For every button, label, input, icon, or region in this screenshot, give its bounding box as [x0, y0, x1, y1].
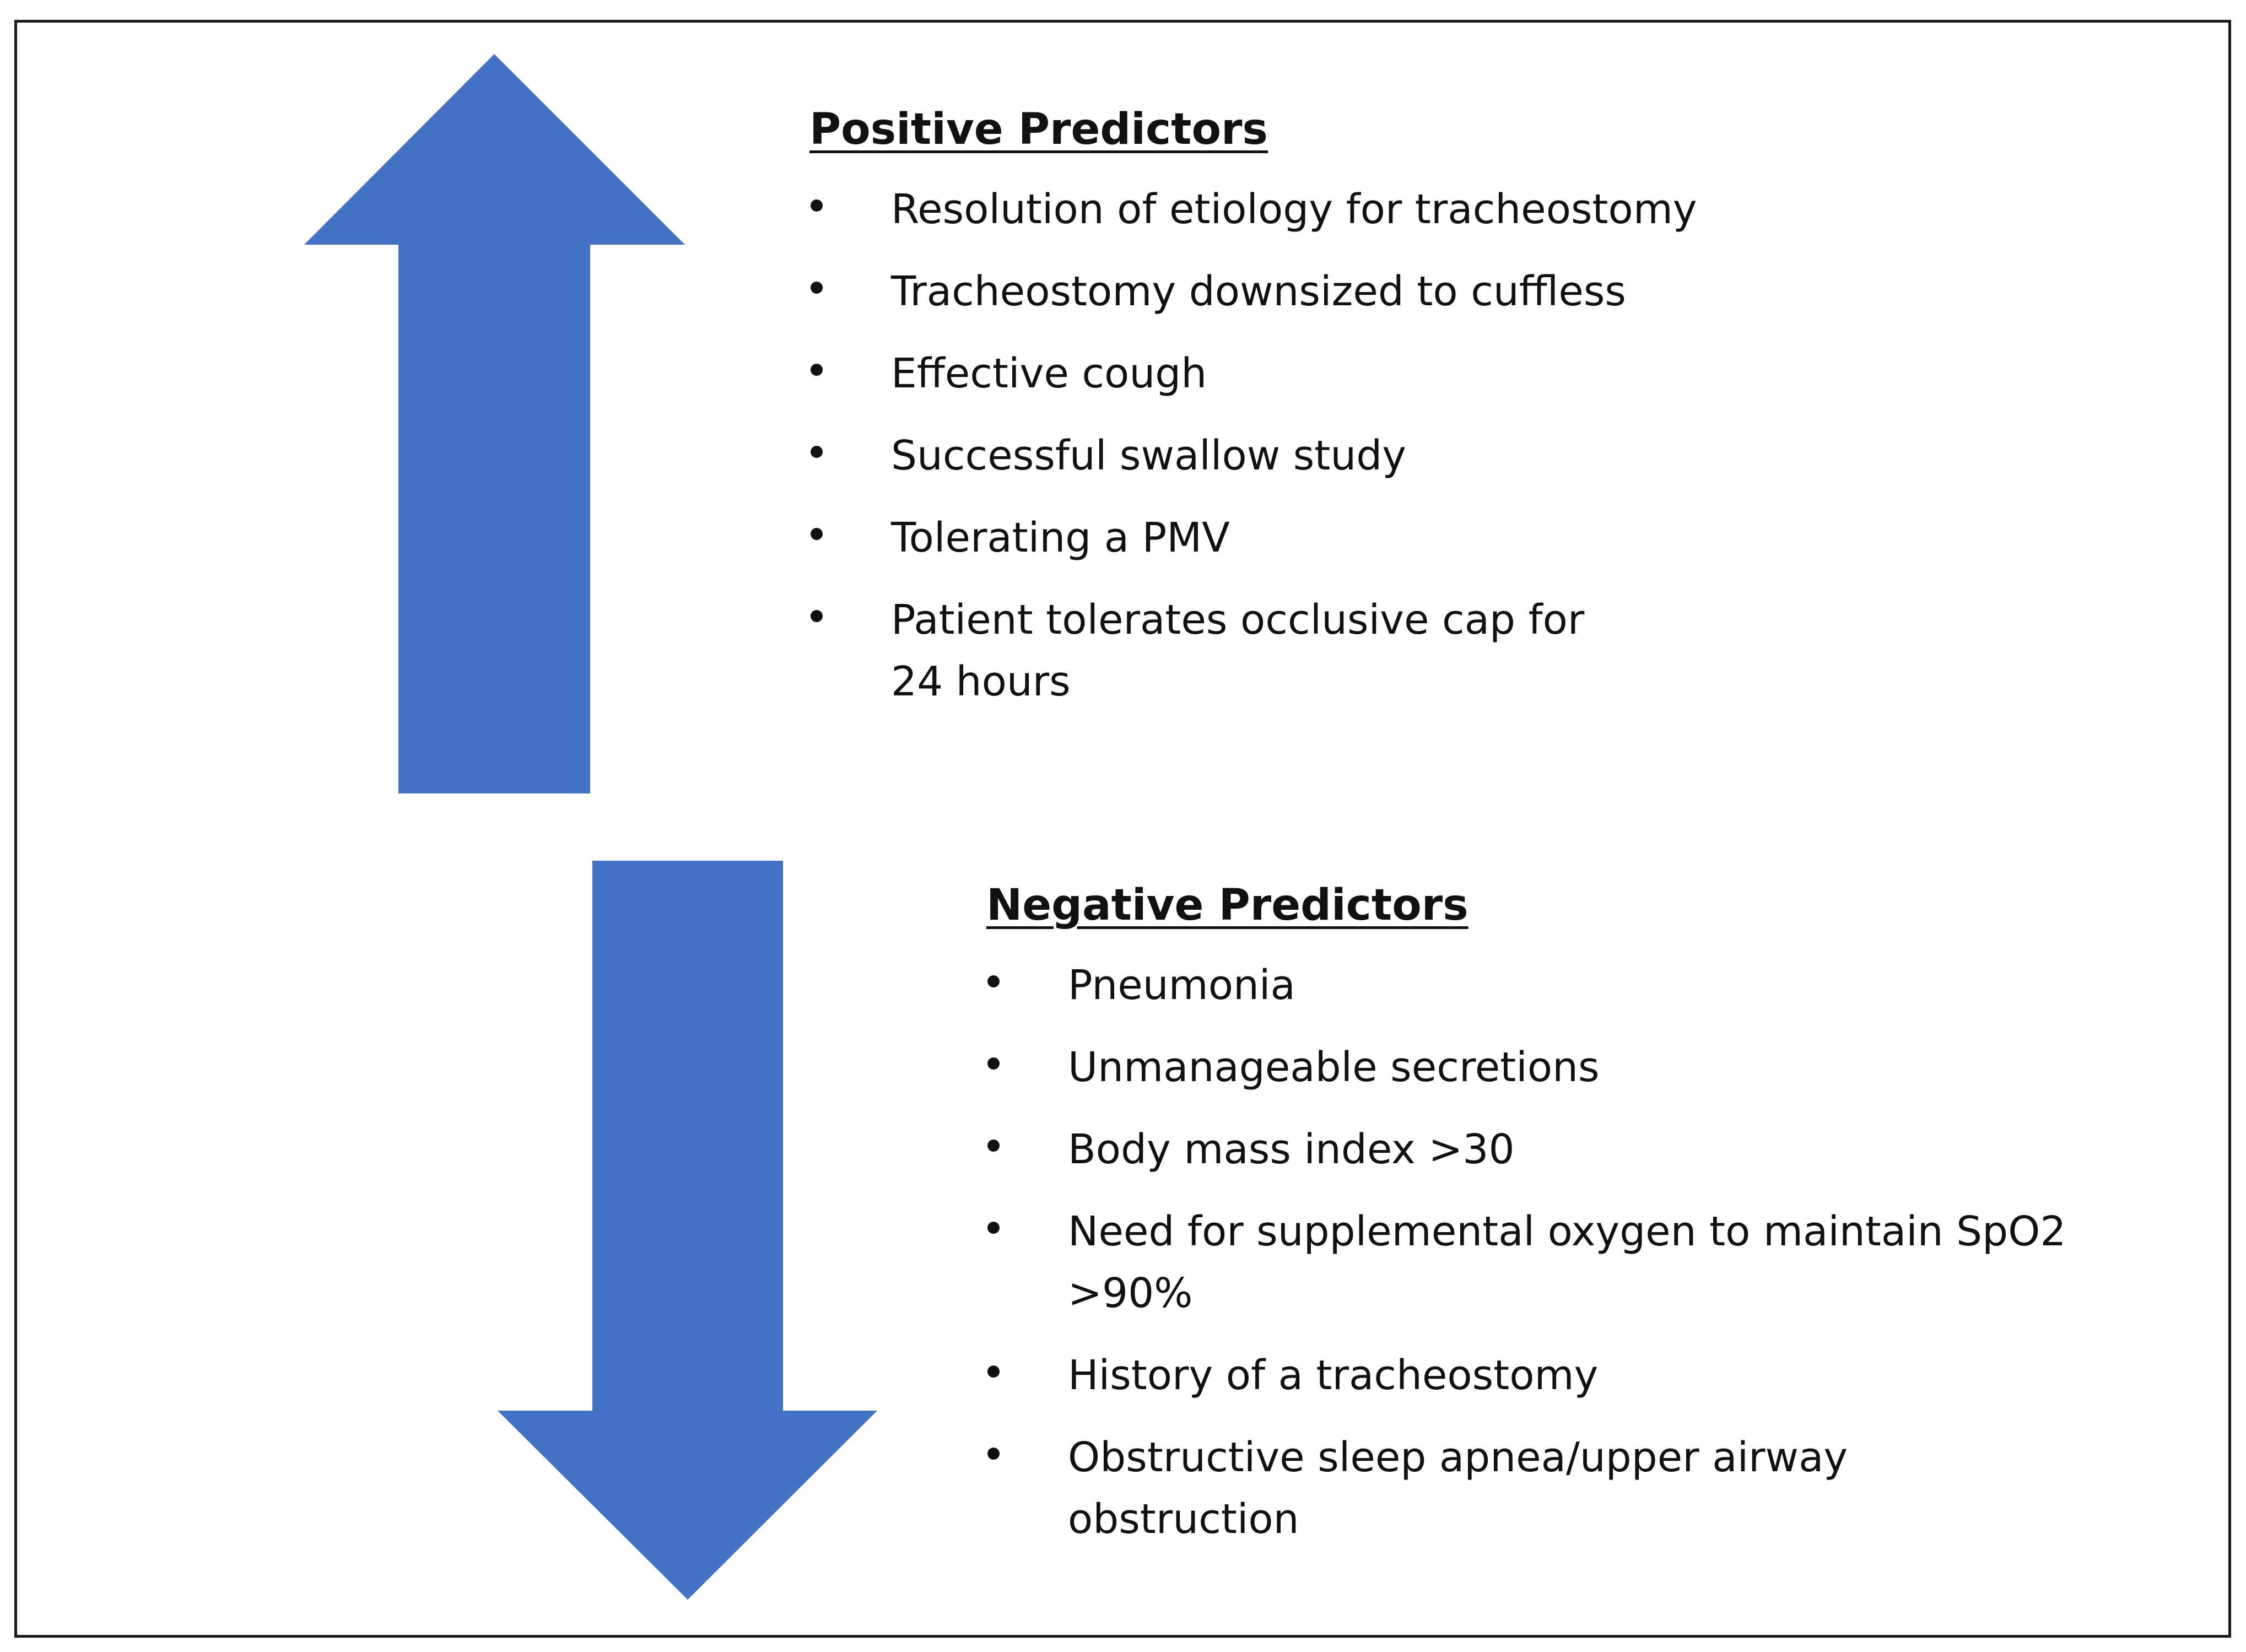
list-item-text: Need for supplemental oxygen to maintain…: [1068, 1208, 2066, 1317]
list-item: Tolerating a PMV: [809, 507, 1746, 569]
list-item: Obstructive sleep apnea/upper airway obs…: [986, 1427, 1950, 1550]
list-item-text: Tracheostomy downsized to cuffless: [891, 268, 1626, 315]
bullet-icon: [987, 1140, 1000, 1152]
bullet-icon: [811, 610, 823, 622]
bullet-icon: [987, 975, 1000, 987]
list-item-text: Pneumonia: [1068, 962, 1295, 1009]
list-item-text: Tolerating a PMV: [891, 514, 1230, 562]
list-item: Patient tolerates occlusive cap for 24 h…: [809, 589, 1607, 712]
bullet-icon: [987, 1448, 1000, 1460]
list-item: Tracheostomy downsized to cuffless: [809, 261, 1746, 322]
bullet-icon: [811, 364, 823, 376]
bullet-icon: [987, 1365, 1000, 1378]
bullet-icon: [811, 528, 823, 540]
bullet-icon: [811, 199, 823, 212]
list-item: Need for supplemental oxygen to maintain…: [986, 1201, 2115, 1324]
list-item-text: Body mass index >30: [1068, 1126, 1515, 1173]
list-item: Body mass index >30: [986, 1119, 2033, 1180]
list-item-text: Unmanageable secretions: [1068, 1044, 1600, 1091]
list-item: Unmanageable secretions: [986, 1036, 2033, 1098]
negative-predictors-section: Negative Predictors Pneumonia Unmanageab…: [986, 881, 2066, 1550]
list-item-text: Patient tolerates occlusive cap for 24 h…: [891, 596, 1585, 705]
list-item-text: Obstructive sleep apnea/upper airway obs…: [1068, 1434, 1848, 1543]
figure-frame: [14, 20, 2231, 1638]
list-item: History of a tracheostomy: [986, 1345, 2033, 1406]
list-item: Effective cough: [809, 343, 1746, 404]
list-item-text: Effective cough: [891, 350, 1207, 397]
positive-predictors-title: Positive Predictors: [809, 105, 1268, 154]
bullet-icon: [987, 1222, 1000, 1234]
positive-predictors-section: Positive Predictors Resolution of etiolo…: [809, 108, 1746, 712]
bullet-icon: [811, 282, 823, 294]
bullet-icon: [987, 1057, 1000, 1070]
positive-predictors-list: Resolution of etiology for tracheostomy …: [809, 179, 1746, 712]
list-item: Resolution of etiology for tracheostomy: [809, 179, 1746, 240]
list-item-text: Resolution of etiology for tracheostomy: [891, 186, 1697, 233]
list-item: Pneumonia: [986, 954, 2033, 1016]
negative-predictors-title: Negative Predictors: [986, 881, 1468, 930]
bullet-icon: [811, 446, 823, 458]
list-item-text: History of a tracheostomy: [1068, 1352, 1599, 1399]
list-item-text: Successful swallow study: [891, 432, 1407, 479]
negative-predictors-list: Pneumonia Unmanageable secretions Body m…: [986, 954, 2066, 1550]
list-item: Successful swallow study: [809, 425, 1746, 487]
